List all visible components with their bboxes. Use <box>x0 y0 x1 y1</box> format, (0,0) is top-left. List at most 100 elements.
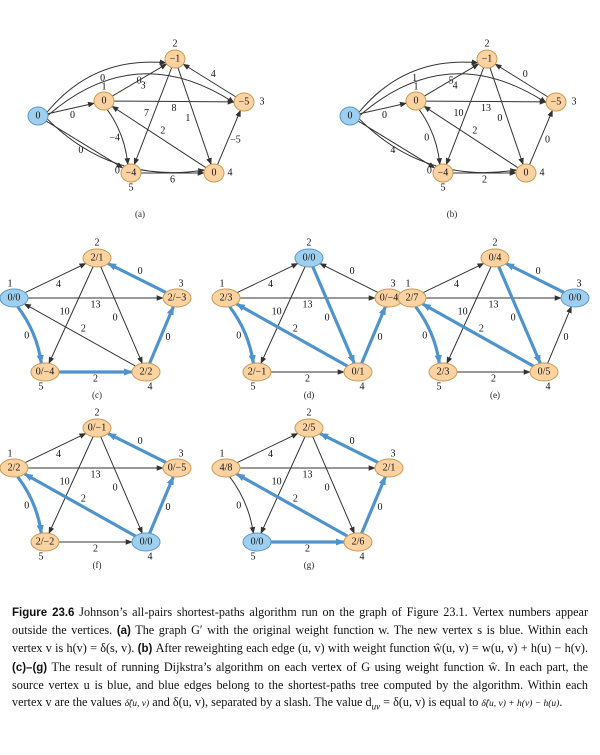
vertex-value-v4-a: 0 <box>212 168 217 179</box>
weight-v2-to-v5: 10 <box>453 108 463 119</box>
edge-v1-to-v5 <box>414 305 442 365</box>
caption-b-text: After reweighting each edge (u, v) with … <box>155 641 588 656</box>
vertex-value-v4-b: 0 <box>524 168 529 179</box>
weight-v3-to-v2: 0 <box>350 436 355 447</box>
vertex-v1-a <box>93 91 115 111</box>
vertex-value-v1-a: 0 <box>102 96 107 107</box>
vertex-value-v4-d: 0/1 <box>352 367 365 378</box>
vertex-v1-f <box>0 458 29 478</box>
vertex-value-v3-e: 0/0 <box>569 293 582 304</box>
vertex-value-v1-e: 2/7 <box>406 293 419 304</box>
weight-v5-to-v4: 2 <box>93 544 98 555</box>
weight-v1-to-v5: −4 <box>109 133 120 144</box>
caption-end: . <box>559 695 563 710</box>
panel-label-g: (g) <box>304 560 315 570</box>
edge-v4-to-v1 <box>421 302 535 368</box>
weight-v4-to-v3: 0 <box>165 332 170 343</box>
weight-v1-to-v2: 4 <box>268 449 273 460</box>
panel-label-e: (e) <box>490 390 500 400</box>
vertex-value-v1-f: 2/2 <box>8 463 21 474</box>
weight-v2-to-v4: 0 <box>511 312 516 323</box>
edge-s-to-v5 <box>46 120 124 169</box>
vertex-number-v4-g: 4 <box>360 552 365 563</box>
weight-v3-to-v2: 0 <box>523 69 528 80</box>
vertex-value-v4-g: 2/6 <box>352 537 365 548</box>
weight-v1-to-v3: 8 <box>171 103 176 114</box>
weight-s-to-v4: 0 <box>115 166 120 177</box>
vertex-value-v2-c: 2/1 <box>91 253 104 264</box>
vertex-s-a <box>27 106 49 126</box>
edge-v2-to-v4 <box>100 436 143 534</box>
vertex-value-v1-b: 0 <box>414 96 419 107</box>
vertex-number-v5-b: 5 <box>441 183 446 194</box>
vertex-v2-b <box>476 49 498 69</box>
vertex-value-v5-d: 2/−1 <box>248 367 266 378</box>
weight-v2-to-v4: 0 <box>325 482 330 493</box>
caption-eq: = δ(u, v) is equal to <box>380 695 479 710</box>
edge-v2-to-v4 <box>100 266 143 364</box>
vertex-number-v5-f: 5 <box>39 552 44 563</box>
edge-v1-to-v5 <box>418 109 443 166</box>
edge-v2-to-v5 <box>445 67 485 166</box>
vertex-v4-b <box>515 163 537 183</box>
edge-v3-to-v2 <box>319 432 379 464</box>
vertex-v5-f <box>30 532 60 552</box>
edge-v3-to-v2 <box>182 63 237 98</box>
edge-v4-to-v3 <box>148 305 175 364</box>
weight-v4-to-v3: 0 <box>545 135 550 146</box>
vertex-value-v3-d: 0/−4 <box>380 293 398 304</box>
vertex-v4-c <box>131 362 161 382</box>
vertex-number-v2-c: 2 <box>95 238 100 249</box>
vertex-number-v4-c: 4 <box>148 382 153 393</box>
edge-v1-to-v2 <box>24 262 87 294</box>
weight-s-to-v3: 5 <box>449 76 454 87</box>
vertex-v5-c <box>30 362 60 382</box>
vertex-v1-g <box>211 458 241 478</box>
weight-s-to-v3: 0 <box>137 76 142 87</box>
vertex-number-v4-d: 4 <box>360 382 365 393</box>
vertex-number-v2-g: 2 <box>307 408 312 419</box>
edge-s-to-v1 <box>359 101 407 115</box>
vertex-number-v1-f: 1 <box>8 449 13 460</box>
caption-mid: and δ(u, v), separated by a slash. The v… <box>152 695 372 710</box>
vertex-number-v4-a: 4 <box>228 168 233 179</box>
weight-v3-to-v2: 0 <box>138 436 143 447</box>
edge-s-to-v1 <box>47 101 95 115</box>
edge-s-to-v4 <box>359 118 518 174</box>
edge-v4-to-v1 <box>23 303 136 367</box>
panel-label-c: (c) <box>92 390 102 400</box>
vertex-v1-b <box>405 91 427 111</box>
weight-v2-to-v4: 0 <box>497 113 502 124</box>
edge-v2-to-v5 <box>48 436 94 535</box>
vertex-value-v3-f: 0/−5 <box>168 463 186 474</box>
vertex-v5-g <box>242 532 272 552</box>
vertex-v3-f <box>162 458 192 478</box>
vertex-v2-f <box>82 418 112 438</box>
vertex-number-v1-g: 1 <box>220 449 225 460</box>
vertex-value-s-b: 0 <box>348 111 353 122</box>
weight-s-to-v2: 1 <box>412 73 417 84</box>
caption-a-text: The graph G′ with the original weight fu… <box>12 623 588 656</box>
weight-v4-to-v1: 2 <box>293 323 298 334</box>
weight-v1-to-v3: 13 <box>481 103 491 114</box>
edge-v4-to-v1 <box>235 302 349 368</box>
edge-v1-to-v3 <box>425 99 547 105</box>
weight-v1-to-v5: 0 <box>422 331 427 342</box>
vertex-value-v3-a: −5 <box>239 97 250 108</box>
weight-v4-to-v1: 2 <box>479 323 484 334</box>
edge-v4-to-v3 <box>360 475 387 534</box>
vertex-v3-g <box>374 458 404 478</box>
panel-label-b: (b) <box>447 209 458 219</box>
vertex-number-v2-e: 2 <box>493 238 498 249</box>
weight-v1-to-v2: 4 <box>268 279 273 290</box>
edge-v2-to-v5 <box>260 266 306 365</box>
weight-v3-to-v2: 0 <box>138 266 143 277</box>
vertex-v4-e <box>529 362 559 382</box>
weight-v3-to-v2: 0 <box>536 266 541 277</box>
edge-v1-to-v5 <box>16 475 44 535</box>
vertex-v2-c <box>82 248 112 268</box>
